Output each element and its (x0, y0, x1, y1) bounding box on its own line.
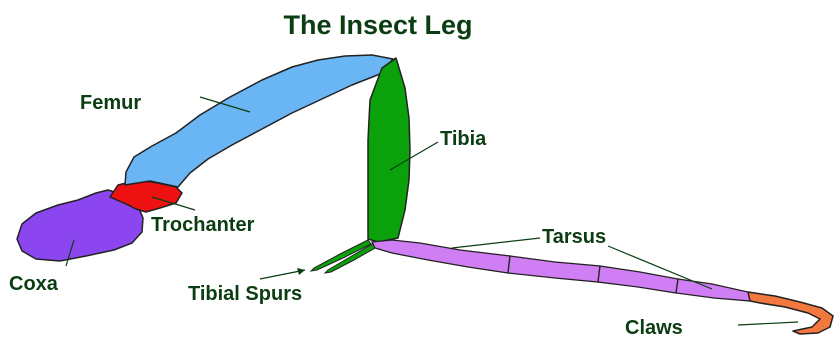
femur-label: Femur (80, 92, 141, 114)
tarsus-group (372, 240, 750, 301)
tarsus-segment-2 (508, 256, 600, 282)
tibia-segment (368, 58, 410, 242)
tarsus-segment-1 (372, 240, 510, 273)
claws-pointer (738, 322, 798, 325)
femur-segment (125, 55, 393, 187)
diagram-title: The Insect Leg (283, 10, 472, 40)
claws-segment (748, 292, 833, 334)
tarsus-label: Tarsus (542, 226, 606, 248)
trochanter-label: Trochanter (151, 214, 255, 236)
tarsus-pointer-1 (452, 238, 540, 248)
tibial-spurs-label: Tibial Spurs (188, 283, 302, 305)
coxa-label: Coxa (9, 273, 59, 295)
tibial-spurs-arrowhead (297, 268, 305, 275)
tarsus-segment-4 (676, 279, 750, 301)
claws-label: Claws (625, 317, 683, 338)
tibia-label: Tibia (440, 128, 487, 150)
